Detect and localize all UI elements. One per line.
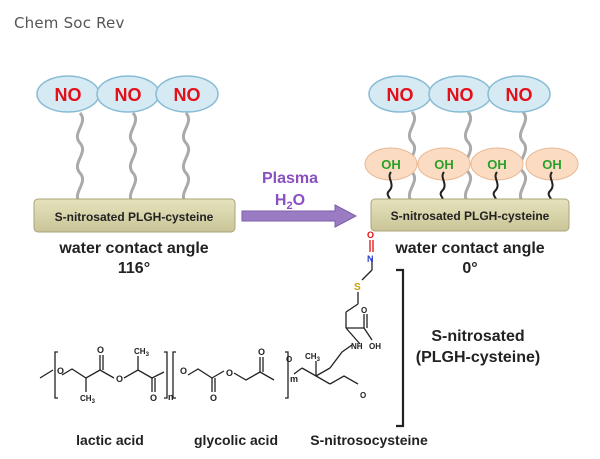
atom-o-6: O [210, 393, 217, 403]
substrate-label-left: S-nitrosated PLGH-cysteine [55, 210, 214, 224]
atom-oh: OH [369, 342, 381, 351]
polymer-label-line2: (PLGH-cysteine) [416, 349, 540, 366]
journal-name: Chem Soc Rev [14, 14, 125, 32]
no-label-right-1: NO [387, 85, 414, 105]
atom-o-7: O [226, 368, 233, 378]
chain-left-2 [128, 111, 138, 205]
contact-angle-caption-right: water contact angle [394, 240, 544, 257]
atom-o-1: O [57, 366, 64, 376]
no-label-right-2: NO [447, 85, 474, 105]
no-label-left-2: NO [115, 85, 142, 105]
atom-n: N [367, 254, 374, 264]
label-s-nitrosocysteine: S-nitrosocysteine [310, 432, 428, 448]
arrow-label-plasma: Plasma [262, 170, 318, 187]
no-label-right-3: NO [506, 85, 533, 105]
oh-label-3: OH [487, 157, 507, 172]
water-sub: 2 [286, 200, 292, 212]
oh-label-2: OH [434, 157, 454, 172]
no-group-left-3 [155, 75, 219, 113]
chemical-structure [39, 240, 405, 428]
repeat-bracket-2-right [285, 351, 289, 399]
atom-o-3: O [116, 374, 123, 384]
chain-right-3 [518, 110, 528, 204]
repeat-bracket-2-left [172, 351, 176, 399]
atom-labels: O CH3 O O CH3 O n O O O O m O CH3 NH O O… [57, 230, 381, 405]
atom-o-2: O [97, 345, 104, 355]
substrate-bar-left [33, 198, 236, 233]
arrow-shape [241, 204, 358, 228]
label-lactic-acid: lactic acid [76, 432, 144, 448]
water-o: O [293, 192, 305, 209]
contact-angle-value-right: 0° [462, 260, 477, 277]
contact-angle-value-left: 116° [118, 260, 150, 277]
polymer-bracket [396, 268, 405, 428]
atom-ch3-3: CH3 [305, 352, 321, 363]
left-panel: NO NO NO S-nitrosated PLGH-cysteine wate… [33, 75, 236, 277]
atom-o-11: O [360, 391, 366, 400]
no-group-right-3 [487, 75, 551, 113]
repeat-m: m [290, 374, 298, 384]
atom-o-nitroso: O [367, 230, 374, 240]
atom-o-4: O [150, 393, 157, 403]
glycolic-backbone [187, 368, 213, 379]
chain-left-1 [75, 111, 85, 205]
chain-left-3 [181, 111, 191, 205]
atom-s: S [354, 282, 361, 293]
water-h: H [275, 192, 287, 209]
right-panel: OH OH OH OH NO NO NO S-nitrosated PLGH-c… [364, 75, 579, 277]
lactic-backbone [61, 368, 115, 379]
atom-ch3-1: CH3 [80, 394, 96, 405]
substrate-bar-right [370, 198, 570, 232]
no-label-left-3: NO [174, 85, 201, 105]
repeat-n: n [168, 392, 174, 402]
contact-angle-caption-left: water contact angle [58, 240, 208, 257]
atom-o-9: O [286, 355, 292, 364]
no-label-left-1: NO [55, 85, 82, 105]
arrow-label-water: H2O [275, 192, 305, 212]
atom-o-10: O [361, 306, 367, 315]
substrate-label-right: S-nitrosated PLGH-cysteine [391, 209, 550, 223]
repeat-bracket-1-left [54, 351, 58, 399]
plasma-arrow: Plasma H2O [241, 170, 358, 228]
label-glycolic-acid: glycolic acid [194, 432, 278, 448]
oh-label-4: OH [542, 157, 562, 172]
oh-label-1: OH [381, 157, 401, 172]
atom-ch3-2: CH3 [134, 347, 150, 358]
atom-o-8: O [258, 347, 265, 357]
repeat-bracket-1-right [164, 351, 168, 399]
atom-o-5: O [180, 366, 187, 376]
atom-nh: NH [351, 342, 363, 351]
polymer-label-line1: S-nitrosated [431, 328, 524, 345]
